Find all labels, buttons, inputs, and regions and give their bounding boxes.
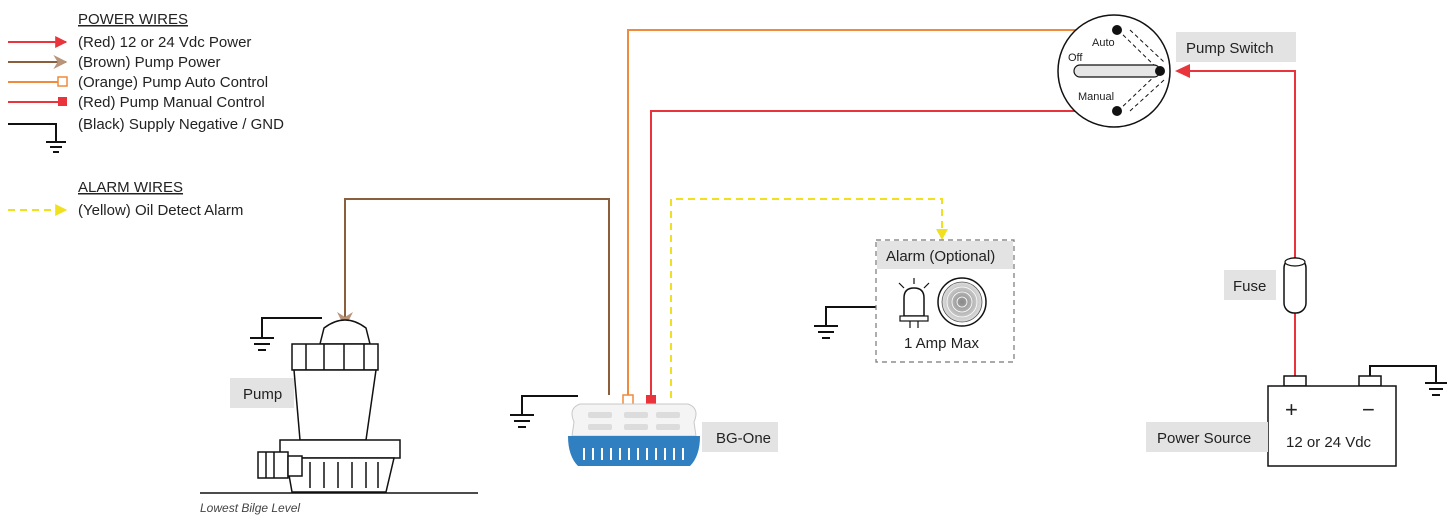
- ground-symbol-pump: [250, 337, 274, 351]
- legend-label-red-manual: (Red) Pump Manual Control: [78, 94, 265, 111]
- battery-voltage: 12 or 24 Vdc: [1286, 434, 1372, 451]
- pump-label: Pump: [243, 386, 282, 403]
- power-source-tag: Power Source: [1146, 422, 1268, 452]
- wire-black-battery-gnd: [1369, 365, 1437, 383]
- legend-item-yellow-alarm: (Yellow) Oil Detect Alarm: [8, 202, 243, 219]
- speaker-icon: [937, 277, 987, 327]
- battery-plus: +: [1285, 397, 1298, 422]
- bgone-label: BG-One: [716, 430, 771, 447]
- ground-symbol-bgone: [510, 414, 534, 428]
- wire-black-bgone-gnd: [521, 395, 578, 415]
- legend-item-brown-power: (Brown) Pump Power: [8, 54, 221, 71]
- fuse: [1283, 257, 1307, 314]
- legend-item-red-power: (Red) 12 or 24 Vdc Power: [8, 34, 251, 51]
- alarm-rating: 1 Amp Max: [904, 335, 980, 352]
- wire-brown-pump-power: [344, 198, 610, 395]
- wire-yellow-arrowhead: [936, 229, 948, 240]
- wire-black-pump-gnd: [261, 317, 322, 338]
- battery-minus: −: [1362, 397, 1375, 422]
- bgone-device: [568, 403, 700, 466]
- ground-symbol-alarm: [814, 325, 838, 339]
- legend-label-brown-power: (Brown) Pump Power: [78, 54, 221, 71]
- fuse-tag: Fuse: [1224, 270, 1276, 300]
- switch-auto-label: Auto: [1092, 37, 1115, 49]
- pump: [257, 319, 401, 493]
- pump-switch-label: Pump Switch: [1186, 40, 1274, 57]
- wire-red-arrowhead: [1175, 64, 1190, 78]
- legend: POWER WIRES (Red) 12 or 24 Vdc Power (Br…: [8, 11, 284, 219]
- fuse-label: Fuse: [1233, 278, 1266, 295]
- legend-power-heading: POWER WIRES: [78, 11, 188, 28]
- wire-red-supply-power-upper: [1182, 70, 1296, 258]
- legend-label-black-gnd: (Black) Supply Negative / GND: [78, 116, 284, 133]
- bgone-tag: BG-One: [702, 422, 778, 452]
- pump-tag: Pump: [230, 378, 294, 408]
- legend-label-yellow-alarm: (Yellow) Oil Detect Alarm: [78, 202, 243, 219]
- battery: + − 12 or 24 Vdc: [1267, 375, 1397, 467]
- legend-alarm-heading: ALARM WIRES: [78, 179, 183, 196]
- wire-yellow-alarm: [670, 198, 943, 398]
- legend-item-orange-auto: (Orange) Pump Auto Control: [8, 74, 268, 91]
- bilge-level-note: Lowest Bilge Level: [200, 501, 300, 515]
- wire-red-manual: [650, 110, 1113, 396]
- legend-item-black-gnd: (Black) Supply Negative / GND: [8, 116, 284, 153]
- wires: [250, 29, 1447, 428]
- led-icon: [898, 278, 930, 328]
- ground-symbol-battery: [1425, 382, 1447, 396]
- legend-label-red-power: (Red) 12 or 24 Vdc Power: [78, 34, 251, 51]
- wire-black-alarm-gnd: [825, 306, 876, 326]
- wire-orange-auto: [627, 29, 1113, 396]
- alarm-label: Alarm (Optional): [886, 248, 995, 265]
- pump-switch-tag: Pump Switch: [1176, 32, 1296, 62]
- wire-red-terminal: [646, 395, 656, 405]
- power-source-label: Power Source: [1157, 430, 1251, 447]
- legend-label-orange-auto: (Orange) Pump Auto Control: [78, 74, 268, 91]
- legend-item-red-manual: (Red) Pump Manual Control: [8, 94, 265, 111]
- pump-switch: Auto Off Manual: [1057, 14, 1171, 128]
- alarm-box: Alarm (Optional) 1 Amp Max: [875, 239, 1015, 363]
- switch-off-label: Off: [1068, 52, 1083, 64]
- switch-manual-label: Manual: [1078, 91, 1114, 103]
